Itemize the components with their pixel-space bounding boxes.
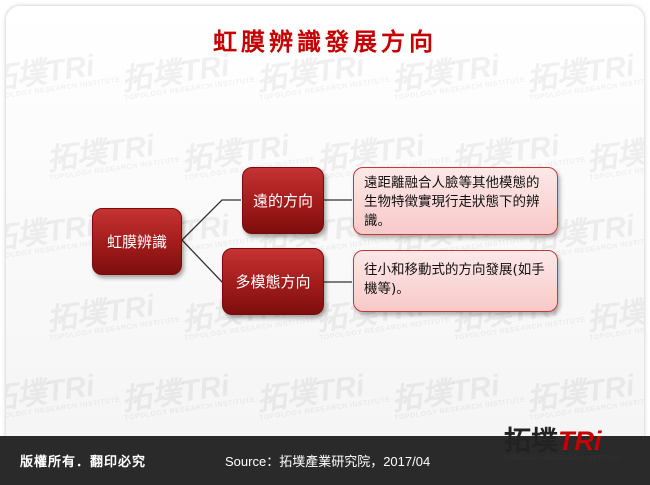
desc-box-multimodal: 往小和移動式的方向發展(如手機等)。 <box>353 250 558 312</box>
brand-logo-mark: 拓墣TRi <box>504 426 602 457</box>
source-citation: Source：拓墣產業研究院，2017/04 <box>225 454 431 469</box>
brand-logo: 拓墣TRi TOPOLOGY RESEARCH INSTITUTE <box>504 428 626 472</box>
footer-bar: 版權所有．翻印必究 Source：拓墣產業研究院，2017/04 <box>0 436 650 485</box>
branch-node-far: 遠的方向 <box>242 167 324 234</box>
branch-node-far-label: 遠的方向 <box>252 192 313 210</box>
desc-box-far: 遠距離融合人臉等其他模態的生物特徵實現行走狀態下的辨識。 <box>353 167 558 235</box>
root-node-label: 虹膜辨識 <box>106 233 167 251</box>
desc-multimodal-text: 往小和移動式的方向發展(如手機等)。 <box>364 262 545 297</box>
root-node: 虹膜辨識 <box>92 208 182 275</box>
brand-logo-subtitle: TOPOLOGY RESEARCH INSTITUTE <box>504 455 622 462</box>
slide-title: 虹膜辨識發展方向 <box>213 27 437 56</box>
connector-top <box>181 199 241 241</box>
copyright-notice: 版權所有．翻印必究 <box>20 455 147 470</box>
desc-far-text: 遠距離融合人臉等其他模態的生物特徵實現行走狀態下的辨識。 <box>364 175 540 229</box>
branch-node-multimodal: 多模態方向 <box>222 248 324 315</box>
branch-node-multimodal-label: 多模態方向 <box>235 273 311 291</box>
